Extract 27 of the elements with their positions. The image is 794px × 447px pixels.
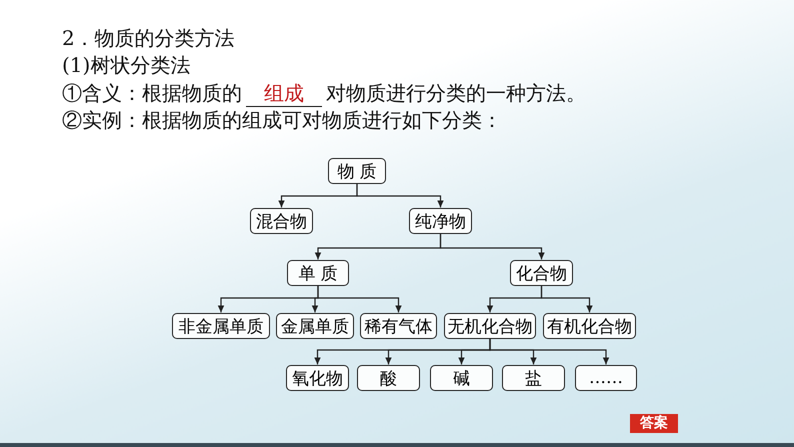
category-box: 盐: [502, 365, 565, 391]
arrow: [356, 184, 444, 208]
category-box: 纯净物: [409, 208, 472, 234]
category-box: 有机化合物: [543, 313, 636, 339]
category-box: 化合物: [510, 260, 573, 286]
sentence-text: ①含义：根据物质的: [62, 81, 242, 105]
sentence-text: ②实例：根据物质的组成可对物质进行如下分类：: [62, 108, 502, 132]
category-box: 物 质: [328, 158, 386, 184]
category-box: 氧化物: [286, 365, 349, 391]
arrow: [540, 286, 593, 312]
sentence-text: 对物质进行分类的一种方法。: [326, 81, 586, 105]
arrow: [489, 339, 610, 364]
category-box: 单 质: [287, 260, 349, 286]
category-box: 非金属单质: [172, 313, 270, 339]
category-box: 金属单质: [276, 313, 354, 339]
category-box: 稀有气体: [360, 313, 437, 339]
arrow: [317, 286, 402, 312]
category-box: 混合物: [250, 208, 313, 234]
heading-text: 2．物质的分类方法: [62, 26, 235, 50]
category-box: 碱: [430, 365, 493, 391]
fill-in-line: 组成: [246, 81, 322, 107]
category-box: 酸: [357, 365, 420, 391]
category-box: 无机化合物: [444, 313, 536, 339]
answer-button: 答案: [630, 414, 678, 433]
subheading-text: (1)树状分类法: [62, 53, 190, 77]
arrow: [440, 234, 545, 260]
category-box: ……: [575, 365, 637, 391]
